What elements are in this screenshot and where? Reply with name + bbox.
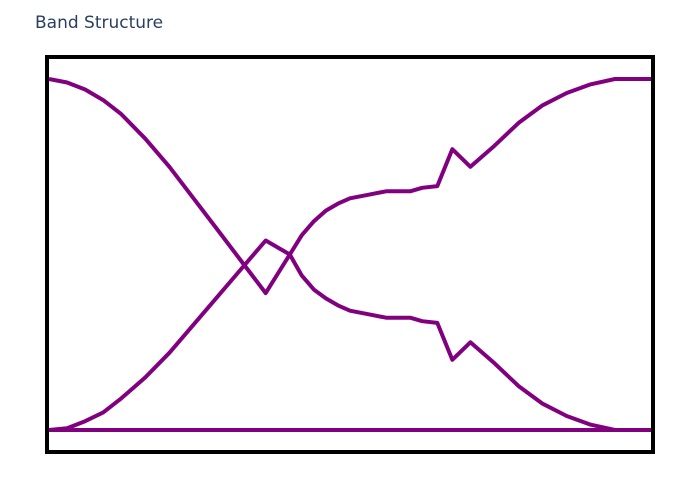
series-layer xyxy=(48,77,651,432)
plot-frame xyxy=(45,55,655,454)
band-line-1 xyxy=(48,77,651,432)
band-line-2 xyxy=(48,77,651,432)
chart-title: Band Structure xyxy=(35,13,164,33)
